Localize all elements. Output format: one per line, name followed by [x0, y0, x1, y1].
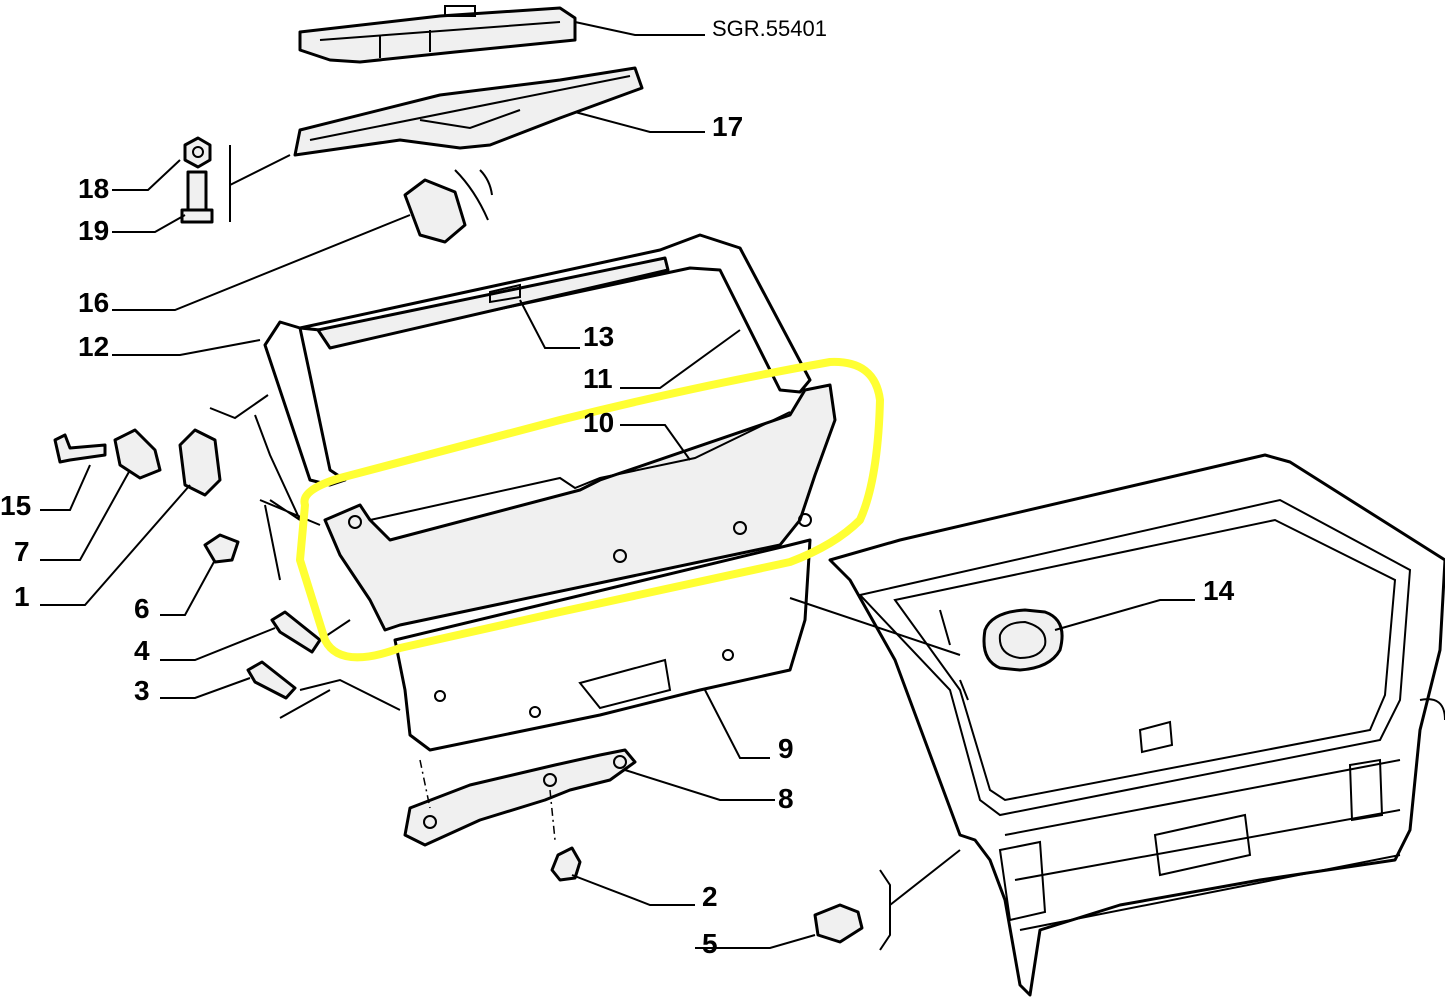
part-17-bracket	[293, 66, 644, 157]
part-11-12-outer-frame	[263, 233, 812, 487]
callout-7: 7	[14, 536, 30, 567]
callout-8: 8	[778, 783, 794, 814]
callout-12: 12	[78, 331, 109, 362]
callout-9: 9	[778, 733, 794, 764]
part-18-nut	[183, 136, 212, 169]
callout-5: 5	[702, 928, 718, 959]
callout-13: 13	[583, 321, 614, 352]
callout-11: 11	[583, 363, 613, 394]
part-5-stud	[813, 903, 864, 944]
callout-16: 16	[78, 287, 109, 318]
part-19-bolt	[180, 170, 214, 224]
callout-18: 18	[78, 173, 109, 204]
part-6-screw	[203, 533, 240, 564]
tailgate-body	[828, 453, 1445, 997]
callout-19: 19	[78, 215, 109, 246]
callout-1: 1	[14, 581, 30, 612]
part-10-upper-trim	[323, 383, 837, 632]
callout-17: 17	[712, 111, 743, 142]
callout-14: 14	[1203, 575, 1235, 606]
part-9-lower-panel	[393, 538, 812, 752]
part-15-bolt	[53, 433, 107, 464]
part-4-screw	[270, 610, 322, 654]
part-14-grommet	[982, 608, 1064, 672]
callout-2: 2	[702, 881, 718, 912]
part-7-clip	[113, 428, 162, 480]
part-2-pin	[550, 846, 582, 882]
callout-4: 4	[134, 635, 150, 666]
part-1-bracket	[178, 428, 222, 497]
callout-3: 3	[134, 675, 150, 706]
highlight-outline	[296, 357, 884, 662]
part-3-screw	[246, 660, 297, 700]
part-8-handle	[403, 748, 637, 847]
top-electronic-module	[298, 5, 577, 64]
callout-10: 10	[583, 407, 614, 438]
reference-code: SGR.55401	[712, 16, 827, 41]
callout-6: 6	[134, 593, 150, 624]
callout-15: 15	[0, 490, 31, 521]
part-16-clip	[403, 169, 493, 244]
